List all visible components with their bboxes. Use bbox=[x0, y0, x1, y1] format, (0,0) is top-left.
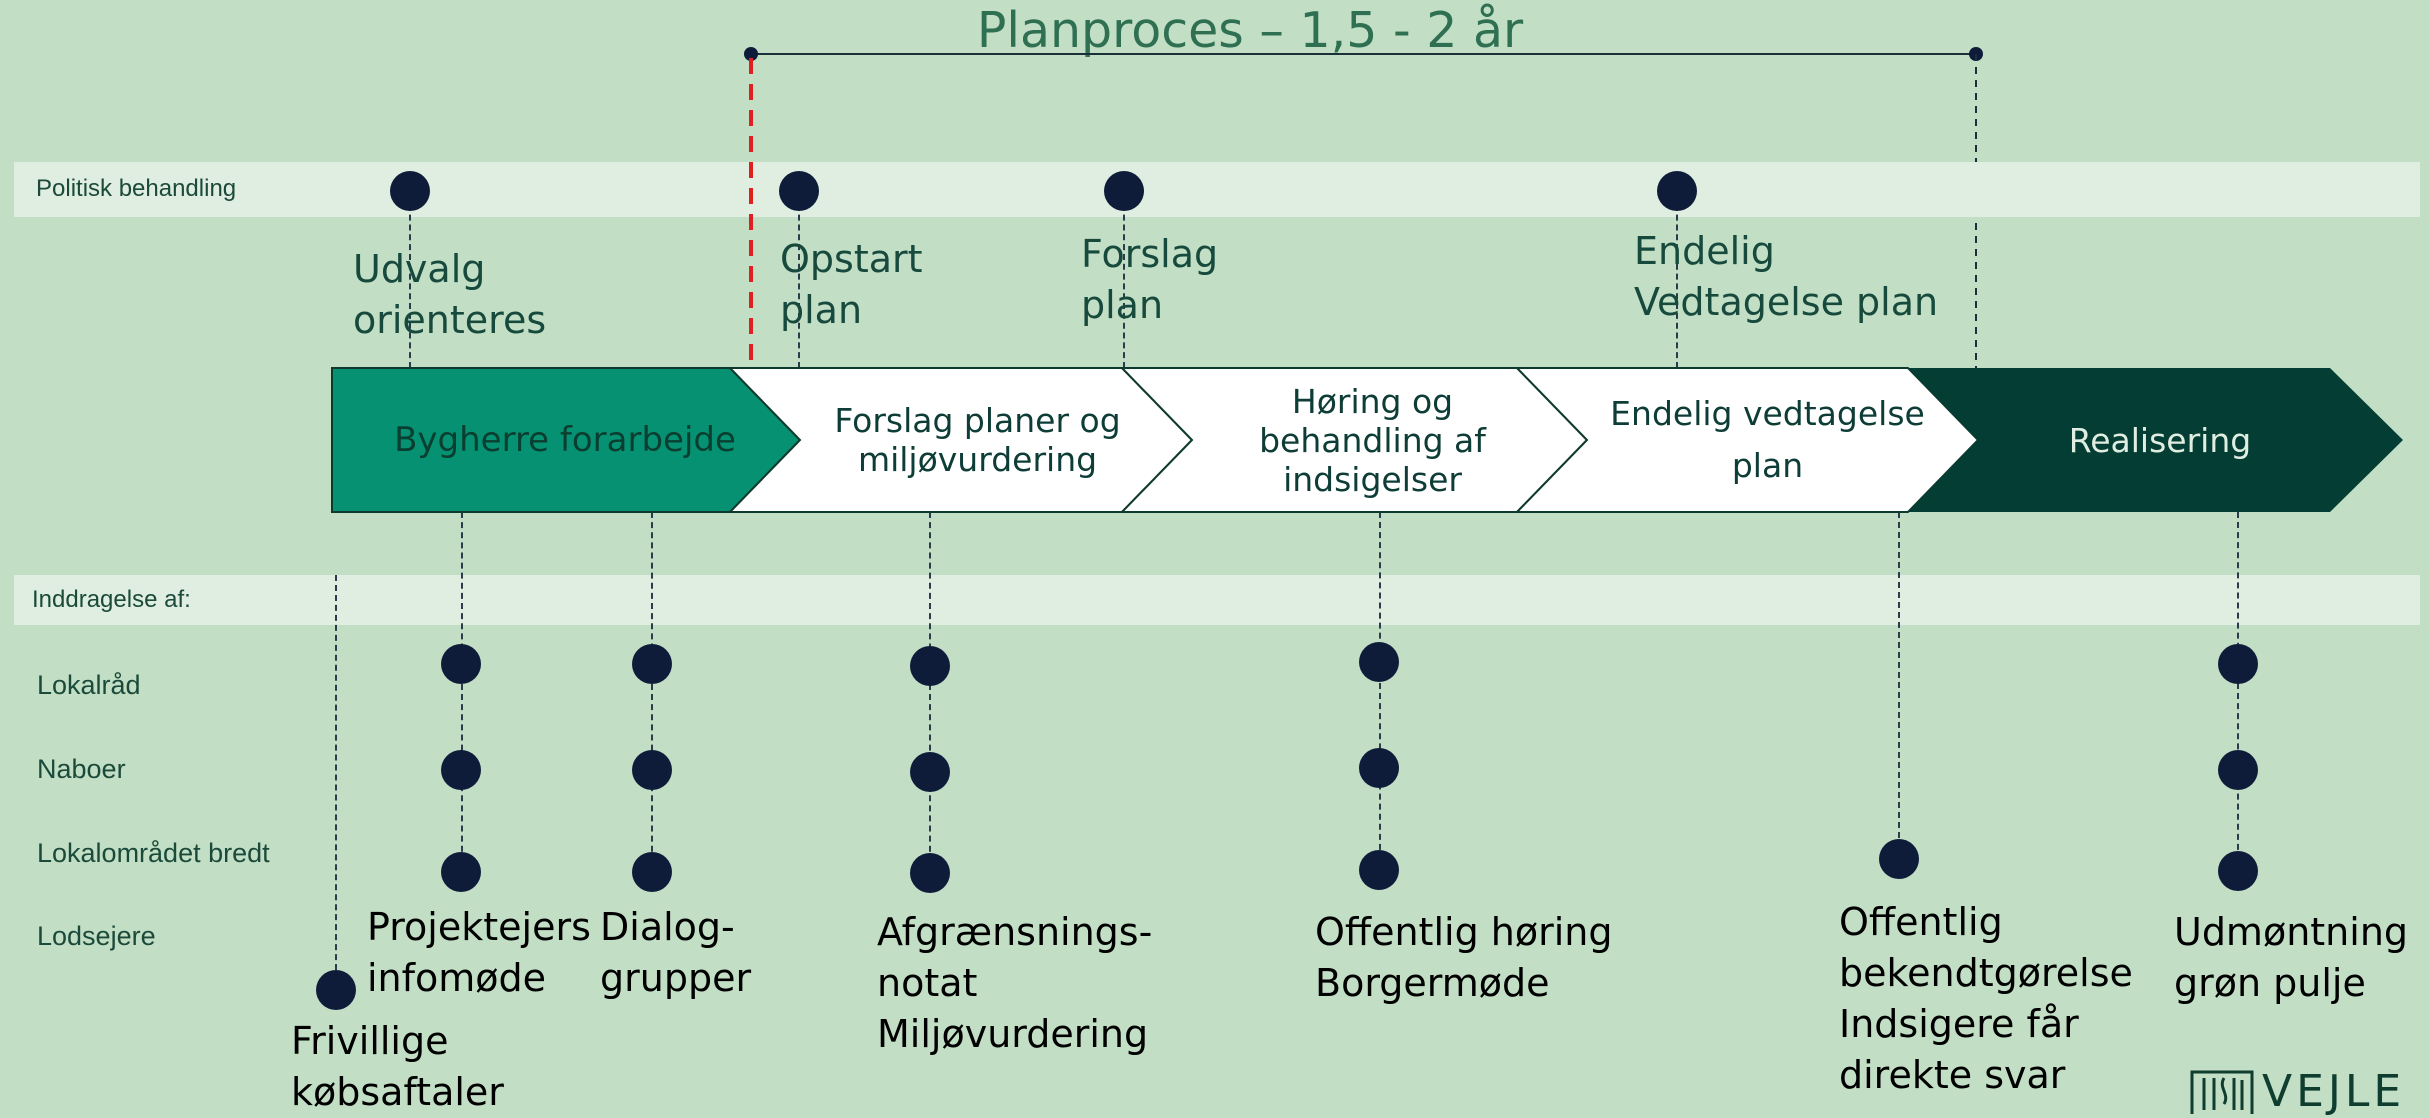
involvement-dot-dialog-3 bbox=[632, 852, 672, 892]
political-label-forslag: Forslag plan bbox=[1081, 232, 1219, 327]
involvement-dot-projektejers-1 bbox=[441, 644, 481, 684]
political-label-opstart: Opstart plan bbox=[780, 237, 923, 332]
connector-frivillige bbox=[335, 575, 337, 990]
involvement-dot-hoering-1 bbox=[1359, 642, 1399, 682]
political-dot-forslag bbox=[1104, 171, 1144, 211]
involvement-dot-bekendtgoerelse bbox=[1879, 839, 1919, 879]
connector-afgraensning bbox=[929, 512, 931, 872]
involvement-dot-hoering-2 bbox=[1359, 748, 1399, 788]
involvement-dot-afgraensning-2 bbox=[910, 752, 950, 792]
activity-label-bekendtgoerelse: Offentlig bekendtgørelse Indsigere får d… bbox=[1839, 900, 2133, 1097]
involvement-dot-dialog-1 bbox=[632, 644, 672, 684]
connector-hoering bbox=[1379, 512, 1381, 870]
activity-label-udmoentning: Udmøntning grøn pulje bbox=[2174, 910, 2409, 1005]
involvement-dot-dialog-2 bbox=[632, 750, 672, 790]
row-label-lokalraad: Lokalråd bbox=[37, 670, 141, 700]
activity-label-hoering: Offentlig høring Borgermøde bbox=[1315, 910, 1613, 1005]
row-label-naboer: Naboer bbox=[37, 754, 126, 784]
involvement-dot-udmoentning-1 bbox=[2218, 644, 2258, 684]
activity-label-dialog: Dialog- grupper bbox=[600, 905, 752, 1000]
connector-endelig bbox=[1676, 195, 1678, 368]
connector-bekendtgoerelse bbox=[1898, 512, 1900, 858]
involvement-dot-udmoentning-2 bbox=[2218, 750, 2258, 790]
row-label-lodsejere: Lodsejere bbox=[37, 921, 156, 951]
involvement-dot-hoering-3 bbox=[1359, 850, 1399, 890]
vejle-logo-text: VEJLE bbox=[2262, 1066, 2406, 1117]
involvement-dot-projektejers-2 bbox=[441, 750, 481, 790]
involvement-dot-projektejers-3 bbox=[441, 852, 481, 892]
stage-forslag-label: Forslag planer og miljøvurdering bbox=[834, 401, 1121, 479]
connector-projektejers bbox=[461, 512, 463, 872]
involvement-dot-udmoentning-3 bbox=[2218, 851, 2258, 891]
activity-label-afgraensning: Afgrænsnings- notat Miljøvurdering bbox=[877, 910, 1153, 1056]
involvement-dot-frivillige bbox=[316, 970, 356, 1010]
bracket-start-point bbox=[744, 47, 758, 61]
political-label-endelig: Endelig Vedtagelse plan bbox=[1634, 229, 1939, 324]
political-dot-opstart bbox=[779, 171, 819, 211]
involvement-dot-afgraensning-1 bbox=[910, 646, 950, 686]
stage-realisering-shape bbox=[1908, 368, 2403, 512]
row-label-lokalomraadet: Lokalområdet bredt bbox=[37, 838, 270, 868]
political-dot-udvalg bbox=[390, 171, 430, 211]
connector-dialog bbox=[651, 512, 653, 872]
stage-realisering-label: Realisering bbox=[2068, 420, 2252, 460]
stage-endelig-label: Endelig vedtagelse plan bbox=[1610, 394, 1925, 485]
connector-udmoentning bbox=[2237, 512, 2239, 870]
activity-label-frivillige: Frivillige købsaftaler bbox=[291, 1019, 504, 1114]
political-label-udvalg: Udvalg orienteres bbox=[353, 247, 547, 342]
stage-hoering-label: Høring og behandling af indsigelser bbox=[1259, 381, 1486, 499]
vejle-logo-mark bbox=[2190, 1070, 2254, 1114]
activity-label-projektejers: Projektejers infomøde bbox=[367, 905, 591, 1000]
stage-bygherre-label: Bygherre forarbejde bbox=[394, 419, 736, 460]
political-band-label: Politisk behandling bbox=[36, 175, 237, 202]
process-title: Planproces – 1,5 - 2 år bbox=[976, 2, 1524, 59]
connector-forslag bbox=[1123, 195, 1125, 368]
involvement-band: Inddragelse af: bbox=[14, 575, 2420, 625]
political-dot-endelig bbox=[1657, 171, 1697, 211]
connector-opstart bbox=[798, 195, 800, 368]
involvement-dot-afgraensning-3 bbox=[910, 853, 950, 893]
involvement-band-label: Inddragelse af: bbox=[32, 586, 191, 613]
connector-udvalg bbox=[409, 195, 411, 368]
vejle-logo: VEJLE bbox=[2190, 1066, 2405, 1117]
